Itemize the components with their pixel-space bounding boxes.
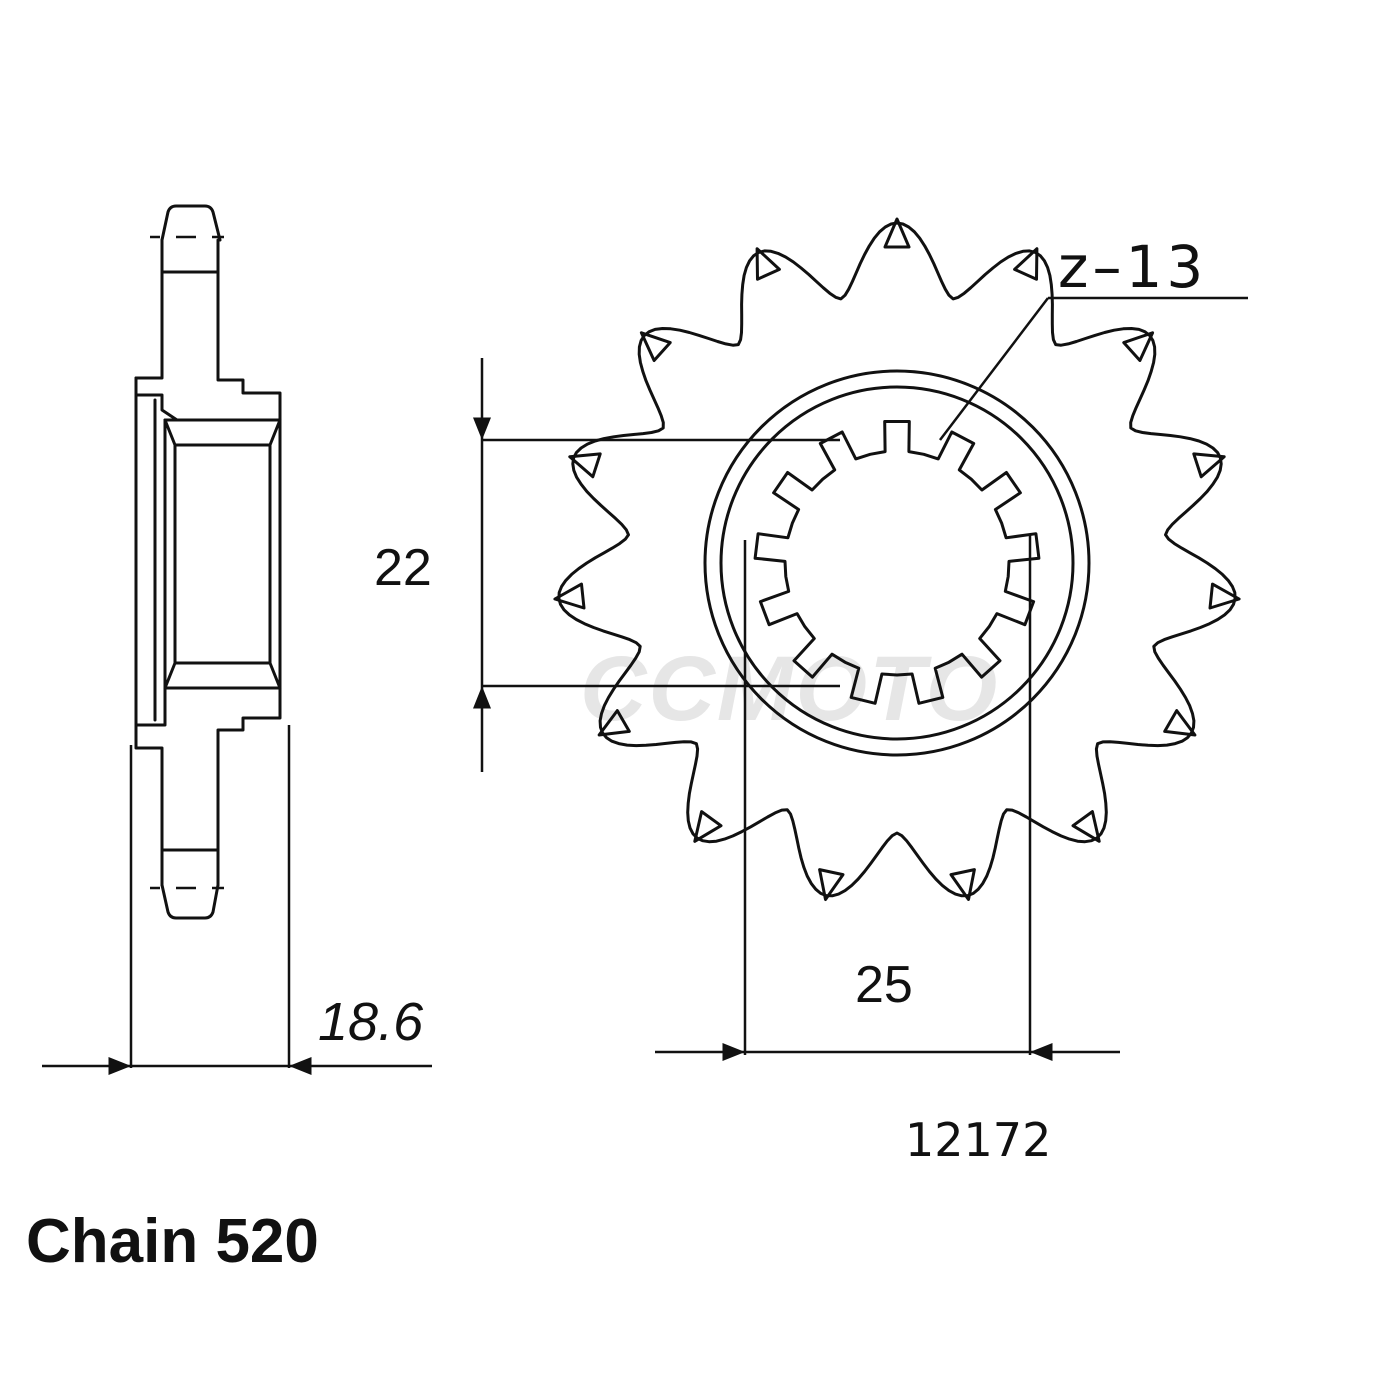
tooth-tip-mark <box>1163 709 1197 737</box>
bottom-hatched-section <box>134 686 282 852</box>
tooth-tip-mark <box>1013 247 1039 281</box>
bottom-tooth-tip <box>160 883 220 920</box>
part-number: 12172 <box>905 1113 1051 1167</box>
tooth-tip-mark <box>949 868 976 901</box>
tooth-tip-mark <box>1071 810 1101 843</box>
spline-bore-outline <box>753 420 1041 705</box>
tooth-tip-mark <box>693 810 723 843</box>
top-hatched-section <box>134 270 282 422</box>
tooth-tip-mark <box>883 217 911 249</box>
dimension-inner-label: 22 <box>374 539 432 597</box>
hub-outer-circle <box>703 369 1091 757</box>
top-tooth-tip <box>160 204 222 242</box>
tooth-tip-marks <box>553 217 1241 901</box>
bore-inner <box>173 443 272 665</box>
watermark-text: CCMOTO <box>580 638 999 740</box>
hub-inner-circle <box>719 385 1075 741</box>
tooth-tip-mark <box>755 247 781 281</box>
bore-outer <box>163 418 282 690</box>
tooth-tip-mark <box>568 452 602 479</box>
leader-line <box>939 297 1049 441</box>
front-view: 22 25 z–13 <box>374 217 1248 1061</box>
tooth-tip-mark <box>1122 331 1155 362</box>
tooth-count-label: z–13 <box>1058 233 1207 301</box>
tooth-tip-mark <box>597 709 631 737</box>
tooth-tip-mark <box>1208 582 1241 610</box>
dimension-outer-label: 25 <box>855 956 913 1014</box>
chain-size-label: Chain 520 <box>26 1207 319 1276</box>
tooth-tip-mark <box>639 331 672 362</box>
tooth-tip-mark <box>1192 452 1226 479</box>
dimension-width-label: 18.6 <box>318 992 424 1052</box>
sprocket-outline <box>557 221 1237 898</box>
side-section-view: 18.6 <box>42 204 432 1075</box>
tooth-tip-mark <box>818 868 845 901</box>
tooth-tip-mark <box>553 582 586 610</box>
